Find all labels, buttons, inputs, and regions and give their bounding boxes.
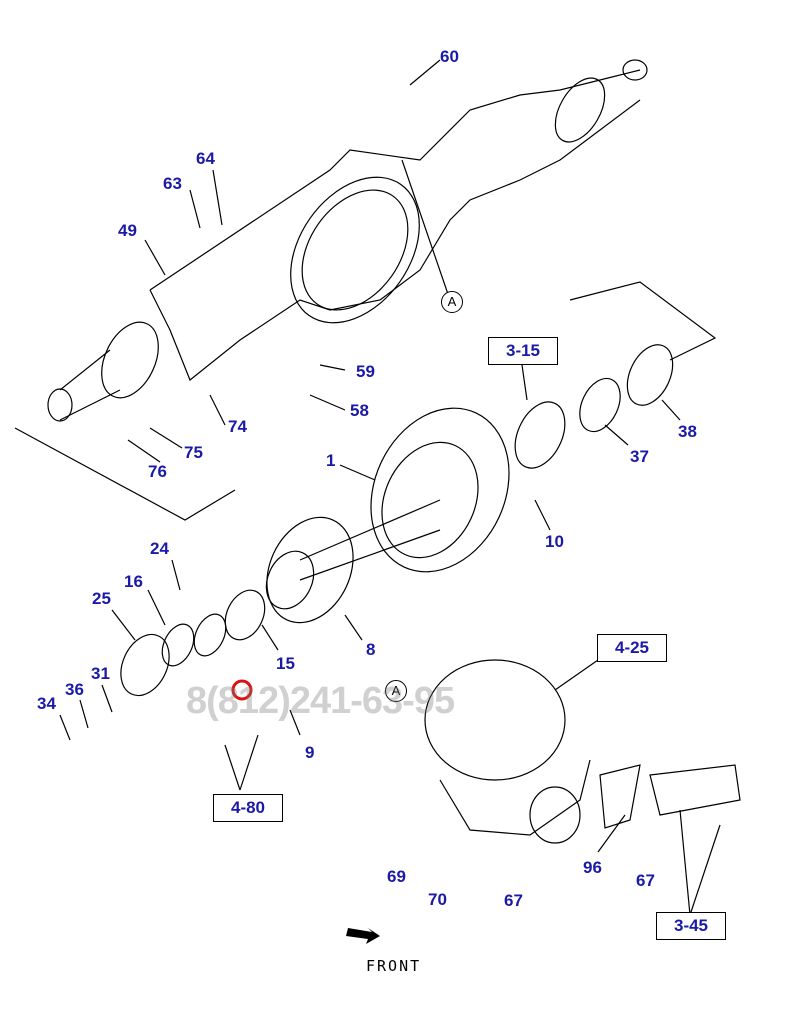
part-38[interactable]: 38	[678, 422, 697, 441]
ref-box-4-25[interactable]: 4-25	[597, 634, 667, 662]
part-96[interactable]: 96	[583, 858, 602, 877]
part-15[interactable]: 15	[276, 654, 295, 673]
part-1[interactable]: 1	[326, 451, 336, 470]
part-31[interactable]: 31	[91, 664, 110, 683]
reference-marker-a: A	[441, 291, 463, 313]
reference-marker-a-lower: A	[385, 680, 407, 702]
part-74[interactable]: 74	[228, 417, 247, 436]
part-59[interactable]: 59	[356, 362, 375, 381]
part-67-center[interactable]: 67	[504, 891, 523, 910]
part-75[interactable]: 75	[184, 443, 203, 462]
part-16[interactable]: 16	[124, 572, 143, 591]
phone-watermark: 8(812)241-63-95	[186, 680, 455, 722]
part-25[interactable]: 25	[92, 589, 111, 608]
part-34[interactable]: 34	[37, 694, 56, 713]
part-76[interactable]: 76	[148, 462, 167, 481]
part-8[interactable]: 8	[366, 640, 376, 659]
front-label: FRONT	[366, 957, 422, 975]
ref-box-3-15[interactable]: 3-15	[488, 337, 558, 365]
part-37[interactable]: 37	[630, 447, 649, 466]
part-69[interactable]: 69	[387, 867, 406, 886]
part-58[interactable]: 58	[350, 401, 369, 420]
part-67-right[interactable]: 67	[636, 871, 655, 890]
part-60[interactable]: 60	[440, 47, 459, 66]
ref-box-3-45[interactable]: 3-45	[656, 912, 726, 940]
part-24[interactable]: 24	[150, 539, 169, 558]
part-49[interactable]: 49	[118, 221, 137, 240]
ref-box-4-80[interactable]: 4-80	[213, 794, 283, 822]
part-9[interactable]: 9	[305, 743, 315, 762]
part-63[interactable]: 63	[163, 174, 182, 193]
part-70[interactable]: 70	[428, 890, 447, 909]
part-36[interactable]: 36	[65, 680, 84, 699]
part-64[interactable]: 64	[196, 149, 215, 168]
part-10[interactable]: 10	[545, 532, 564, 551]
